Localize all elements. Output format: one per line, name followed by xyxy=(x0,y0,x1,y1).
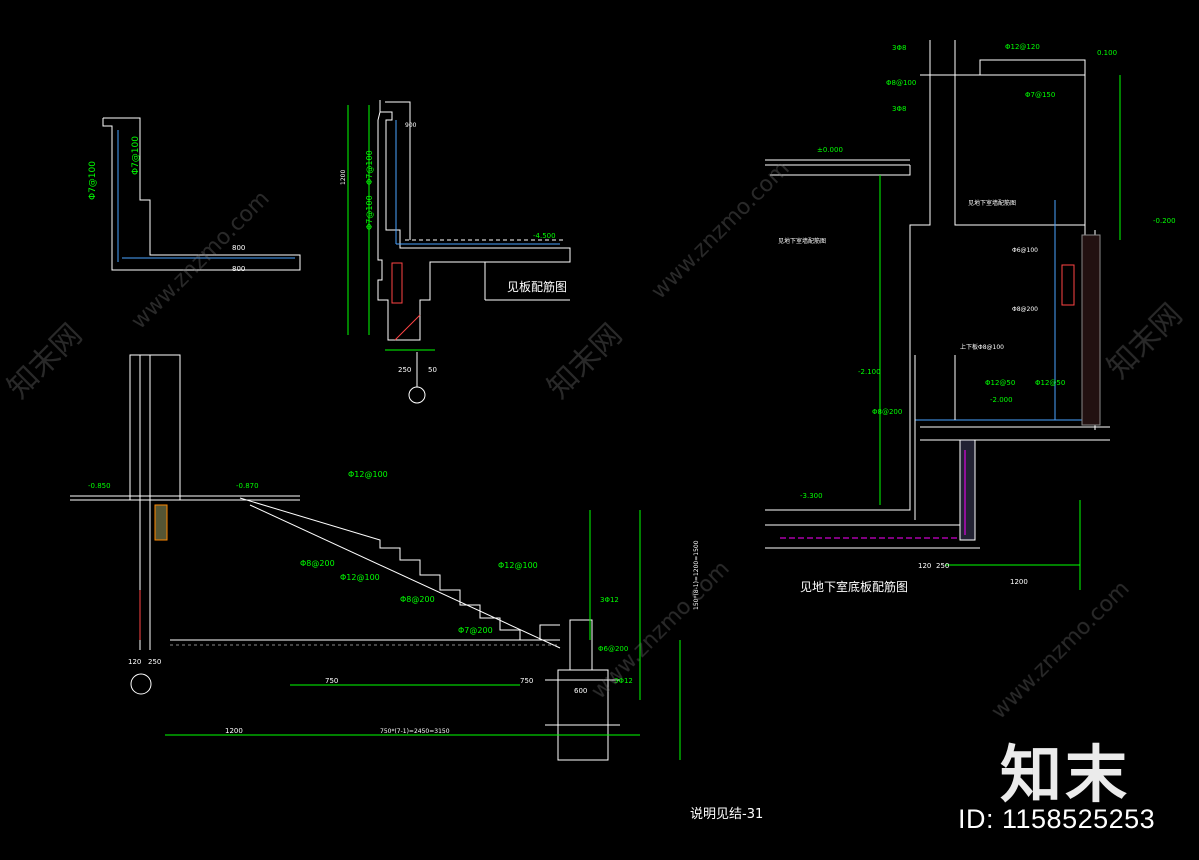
wm-site-1: www.znzmo.com xyxy=(127,186,275,334)
right-dim-2: 250 xyxy=(936,562,949,570)
stair-rebar-5: Φ12@100 xyxy=(498,561,538,570)
right-elev-5: -2.000 xyxy=(990,396,1013,404)
stair-rebar-4: Φ8@200 xyxy=(400,595,435,604)
left-wall-detail xyxy=(102,117,301,271)
left-rebar-1: Φ7@100 xyxy=(88,161,98,200)
right-elev-1: 0.100 xyxy=(1097,49,1117,57)
wm-brand-1: 知末网 xyxy=(1,317,89,405)
right-label-4: Φ6@100 xyxy=(1012,247,1038,254)
wm-site-3: www.znzmo.com xyxy=(587,556,735,704)
wm-site-2: www.znzmo.com xyxy=(647,156,795,304)
right-rebar-4: 3Φ8 xyxy=(892,105,906,113)
stair-elev-1: -0.850 xyxy=(88,482,111,490)
right-elev-4: -3.300 xyxy=(800,492,823,500)
stair-dim-1: 120 xyxy=(128,658,141,666)
right-label-2: 见地下室墙配筋图 xyxy=(778,237,826,245)
right-rebar-5: Φ7@150 xyxy=(1025,91,1055,99)
mid-rebar-2: Φ7@100 xyxy=(365,195,374,230)
stair-dim-6: 600 xyxy=(574,687,587,695)
right-label-basement: 见地下室底板配筋图 xyxy=(800,579,908,594)
left-dim-top: 800 xyxy=(232,244,245,252)
stair-dim-7: 750*(7-1)=2450=3150 xyxy=(380,728,450,735)
stair-dim-5: 750 xyxy=(520,677,533,685)
right-rebar-2: Φ8@100 xyxy=(886,79,916,87)
stair-dim-8: 150*(8-1)=1200=1500 xyxy=(693,540,700,610)
stair-dim-2: 250 xyxy=(148,658,161,666)
mid-elev: -4.500 xyxy=(533,232,556,240)
right-dim-1: 120 xyxy=(918,562,931,570)
wm-brand-2: 知末网 xyxy=(541,317,629,405)
right-rebar-1: Φ12@120 xyxy=(1005,43,1040,51)
mid-dim-4: 50 xyxy=(428,366,437,374)
right-label-5: Φ8@200 xyxy=(1012,306,1038,313)
mid-dim-2: 1200 xyxy=(340,170,347,185)
stair-rebar-3: Φ12@100 xyxy=(340,573,380,582)
stair-rebar-1: Φ12@100 xyxy=(348,470,388,479)
stair-section xyxy=(70,354,681,761)
stair-dim-3: 1200 xyxy=(225,727,243,735)
wm-brand-3: 知末网 xyxy=(1101,297,1189,385)
left-dim-bottom: 800 xyxy=(232,265,245,273)
right-rebar-8: Φ12@50 xyxy=(1035,379,1065,387)
right-dim-3: 1200 xyxy=(1010,578,1028,586)
mid-dim-3: 250 xyxy=(398,366,411,374)
stair-rebar-9: 3Φ12 xyxy=(614,677,633,685)
stair-dim-4: 750 xyxy=(325,677,338,685)
stair-rebar-6: Φ7@200 xyxy=(458,626,493,635)
right-rebar-3: 3Φ8 xyxy=(892,44,906,52)
mid-dim-1: 900 xyxy=(405,122,417,129)
stair-rebar-7: Φ6@200 xyxy=(598,645,628,653)
right-label-3: 上下板Φ8@100 xyxy=(960,343,1004,351)
watermark-id: ID: 1158525253 xyxy=(958,804,1156,834)
stair-rebar-2: Φ8@200 xyxy=(300,559,335,568)
bottom-note: 说明见结-31 xyxy=(690,807,763,822)
right-basement-detail xyxy=(765,40,1121,590)
right-elev-3: -2.100 xyxy=(858,368,881,376)
wm-site-4: www.znzmo.com xyxy=(987,576,1135,724)
right-elev-2: ±0.000 xyxy=(817,146,843,154)
left-rebar-2: Φ7@100 xyxy=(131,136,141,175)
mid-rebar-1: Φ7@100 xyxy=(365,150,374,185)
right-rebar-7: Φ12@50 xyxy=(985,379,1015,387)
right-elev-6: -0.200 xyxy=(1153,217,1176,225)
right-rebar-6: Φ8@200 xyxy=(872,408,902,416)
mid-section-detail xyxy=(347,100,571,404)
watermark-logo: 知末 xyxy=(1000,738,1131,811)
stair-rebar-8: 3Φ12 xyxy=(600,596,619,604)
right-label-1: 见地下室墙配筋图 xyxy=(968,199,1016,207)
mid-label-slab: 见板配筋图 xyxy=(507,279,567,294)
stair-elev-2: -0.870 xyxy=(236,482,259,490)
